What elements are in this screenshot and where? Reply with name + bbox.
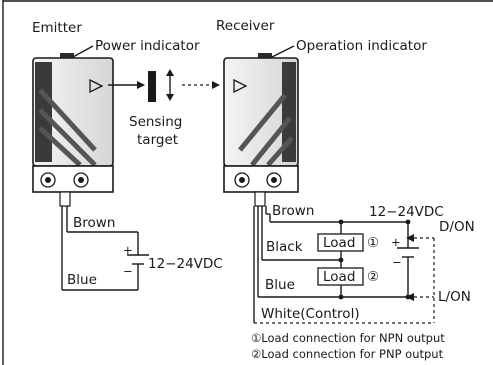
don-label: D/ON [439,219,475,235]
receiver-black-label: Black [266,239,303,255]
load1-label: Load [323,235,355,251]
emitter-indicator-leader-line [72,45,94,58]
receiver-minus-sign: − [392,255,402,269]
receiver-operation-indicator-label: Operation indicator [296,38,427,54]
note-pnp-load-connection: ②Load connection for PNP output [251,347,444,361]
receiver-supply-top-dot [405,219,411,225]
emitter-mount-screw-left [45,177,51,183]
emitter-plus-sign: + [123,243,133,257]
emitter-minus-sign: − [123,264,133,278]
receiver-wiring [253,206,435,324]
emitter-blue-label: Blue [67,272,97,288]
emitter-mount-screw-right [78,177,84,183]
receiver-supply-voltage: 12−24VDC [369,204,444,220]
emitter-brown-label: Brown [73,215,115,231]
lon-label: L/ON [438,289,471,305]
sensing-target-label-line2: target [137,132,178,148]
don-arrowhead [406,234,414,242]
emitter-cable-gland [59,191,71,207]
receiver-cable-gland [254,191,266,207]
load1-mark: ① [367,235,379,251]
receiver-indicator-leader-line [271,45,295,58]
load2-mark: ② [367,269,379,285]
emitter-power-indicator-label: Power indicator [95,38,200,54]
emitter-lens-stripes [38,88,97,167]
emitted-beam-arrowhead [137,81,145,89]
receiver-base [223,165,299,193]
sensing-target-label-line1: Sensing [129,114,182,130]
receiver-plus-sign: + [391,235,401,249]
load2-label: Load [323,269,355,285]
receiver-triangle-icon [233,78,248,94]
received-beam-arrowhead [212,81,220,89]
emitter-sensor-body [32,53,114,207]
receiver-brown-label: Brown [272,203,314,219]
receiver-sensor-body [223,53,299,207]
emitter-triangle-icon [89,78,104,94]
emitter-wiring [61,206,149,291]
receiver-mount-screw-right [271,177,277,183]
sensing-target-block [148,71,156,102]
receiver-mount-screw-left [239,177,245,183]
emitter-title: Emitter [32,20,82,36]
receiver-white-control-label: White(Control) [261,306,360,322]
receiver-title: Receiver [216,18,275,34]
emitter-supply-voltage: 12−24VDC [148,256,223,272]
note-npn-load-connection: ①Load connection for NPN output [251,331,445,345]
target-motion-up-arrow [166,69,174,76]
receiver-side-panel [282,62,296,162]
receiver-blue-label: Blue [265,277,295,293]
lon-arrowhead [406,293,414,301]
receiver-lens-stripes [238,93,294,167]
target-motion-down-arrow [166,94,174,101]
